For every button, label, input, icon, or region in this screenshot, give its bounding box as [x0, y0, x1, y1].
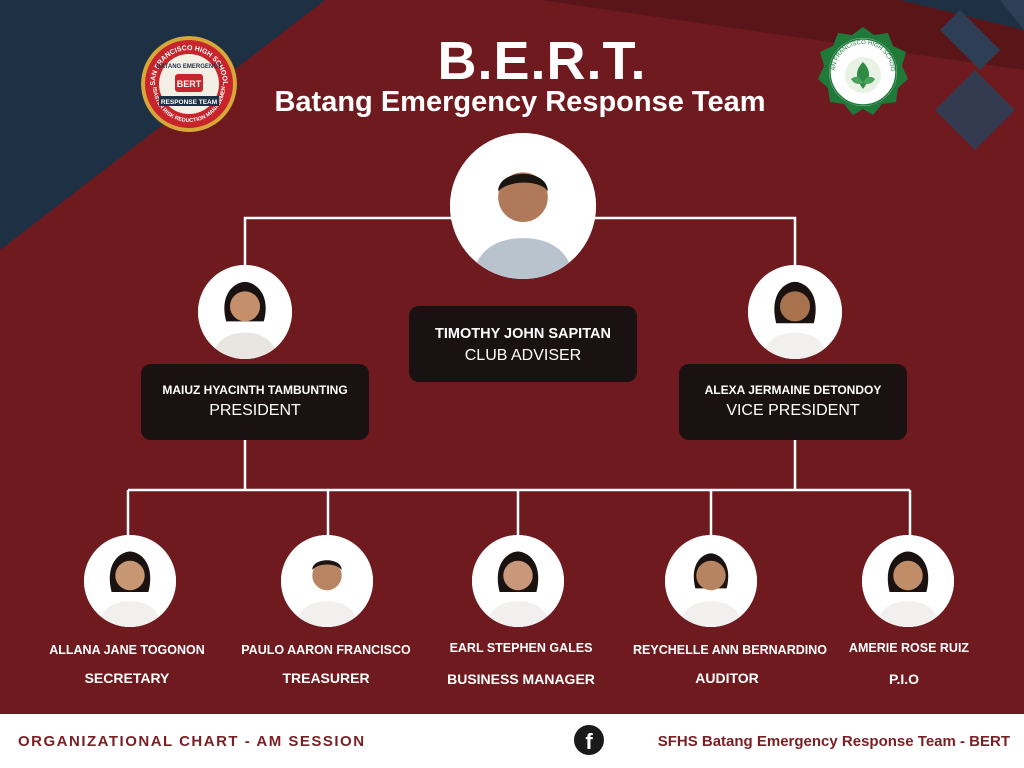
adviser-box: TIMOTHY JOHN SAPITAN CLUB ADVISER: [409, 306, 637, 382]
adviser-name: TIMOTHY JOHN SAPITAN: [435, 326, 611, 342]
svg-text:BERT: BERT: [177, 79, 202, 89]
member-role-auditor: AUDITOR: [695, 670, 759, 686]
member-role-business-manager: BUSINESS MANAGER: [447, 671, 595, 687]
member-name-business-manager: EARL STEPHEN GALES: [449, 641, 593, 655]
vice-president-name: ALEXA JERMAINE DETONDOY: [704, 383, 882, 397]
member-photo-treasurer: [281, 535, 373, 627]
president-photo: [198, 265, 292, 359]
member-name-auditor: REYCHELLE ANN BERNARDINO: [633, 643, 827, 657]
member-name-pio: AMERIE ROSE RUIZ: [848, 641, 970, 655]
president-name: MAIUZ HYACINTH TAMBUNTING: [162, 383, 348, 397]
footer-caption: ORGANIZATIONAL CHART - AM SESSION: [18, 733, 366, 750]
facebook-icon: f: [574, 725, 604, 755]
page-title: B.E.R.T.: [437, 31, 647, 91]
school-seal-logo: SAN FRANCISCO HIGH SCHOOL: [818, 27, 908, 117]
vice-president-role: VICE PRESIDENT: [726, 402, 860, 419]
member-photo-pio: [862, 535, 954, 627]
president-role: PRESIDENT: [209, 402, 301, 419]
member-role-pio: P.I.O: [888, 671, 920, 687]
vice-president-box: ALEXA JERMAINE DETONDOY VICE PRESIDENT: [679, 364, 907, 440]
adviser-photo: [450, 133, 596, 279]
footer-bar: ORGANIZATIONAL CHART - AM SESSION f SFHS…: [0, 714, 1024, 768]
adviser-role: CLUB ADVISER: [464, 347, 582, 364]
member-name-secretary: ALLANA JANE TOGONON: [49, 643, 205, 657]
member-photo-secretary: [84, 535, 176, 627]
vice-president-photo: [748, 265, 842, 359]
member-photo-auditor: [665, 535, 757, 627]
bert-badge-logo: SAN FRANCISCO HIGH SCHOOL DISASTER RISK …: [141, 36, 237, 132]
svg-text:RESPONSE TEAM: RESPONSE TEAM: [161, 99, 217, 106]
president-box: MAIUZ HYACINTH TAMBUNTING PRESIDENT: [141, 364, 369, 440]
member-photo-business-manager: [472, 535, 564, 627]
member-name-treasurer: PAULO AARON FRANCISCO: [241, 643, 411, 657]
svg-text:BATANG EMERGENCY: BATANG EMERGENCY: [156, 64, 221, 70]
connector-lines: [126, 216, 912, 537]
page-subtitle: Batang Emergency Response Team: [274, 86, 766, 118]
facebook-page-name: SFHS Batang Emergency Response Team - BE…: [657, 733, 1010, 750]
member-role-treasurer: TREASURER: [282, 670, 370, 686]
member-role-secretary: SECRETARY: [84, 670, 170, 686]
